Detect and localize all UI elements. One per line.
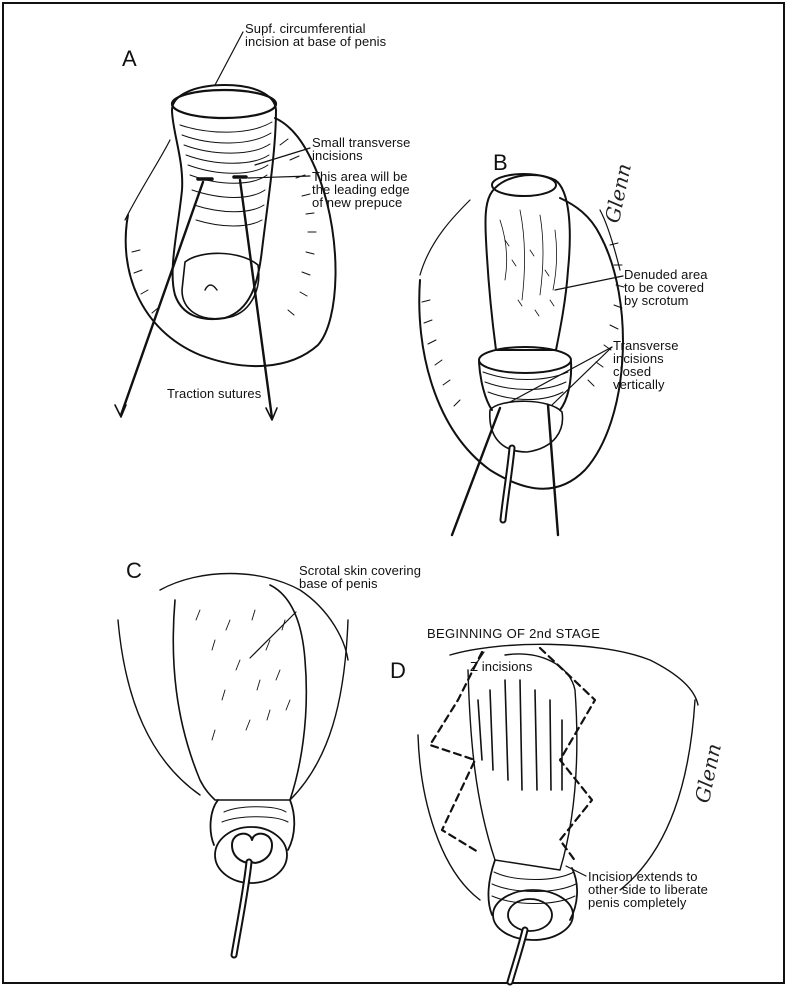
panel-d-letter: D bbox=[390, 660, 406, 682]
label-supf-circumferential-incision: Supf. circumferential incision at base o… bbox=[245, 22, 386, 48]
label-scrotal-skin-covering: Scrotal skin covering base of penis bbox=[299, 564, 421, 590]
label-denuded-area: Denuded area to be covered by scrotum bbox=[624, 268, 708, 307]
panel-c-letter: C bbox=[126, 560, 142, 582]
panel-c-drawing bbox=[118, 574, 348, 956]
label-z-incisions: Z incisions bbox=[470, 660, 533, 673]
panel-a-drawing bbox=[115, 32, 336, 420]
label-small-transverse-incisions: Small transverse incisions bbox=[312, 136, 410, 162]
label-traction-sutures: Traction sutures bbox=[167, 387, 261, 400]
panel-b-drawing bbox=[419, 174, 624, 535]
label-transverse-incisions-closed: Transverse incisions closed vertically bbox=[613, 339, 679, 391]
heading-beginning-2nd-stage: BEGINNING OF 2nd STAGE bbox=[427, 626, 600, 641]
label-leading-edge-new-prepuce: This area will be the leading edge of ne… bbox=[312, 170, 410, 209]
panel-b-letter: B bbox=[493, 152, 508, 174]
panel-a-letter: A bbox=[122, 48, 137, 70]
panel-d-drawing bbox=[418, 644, 698, 982]
label-incision-extends: Incision extends to other side to libera… bbox=[588, 870, 708, 909]
